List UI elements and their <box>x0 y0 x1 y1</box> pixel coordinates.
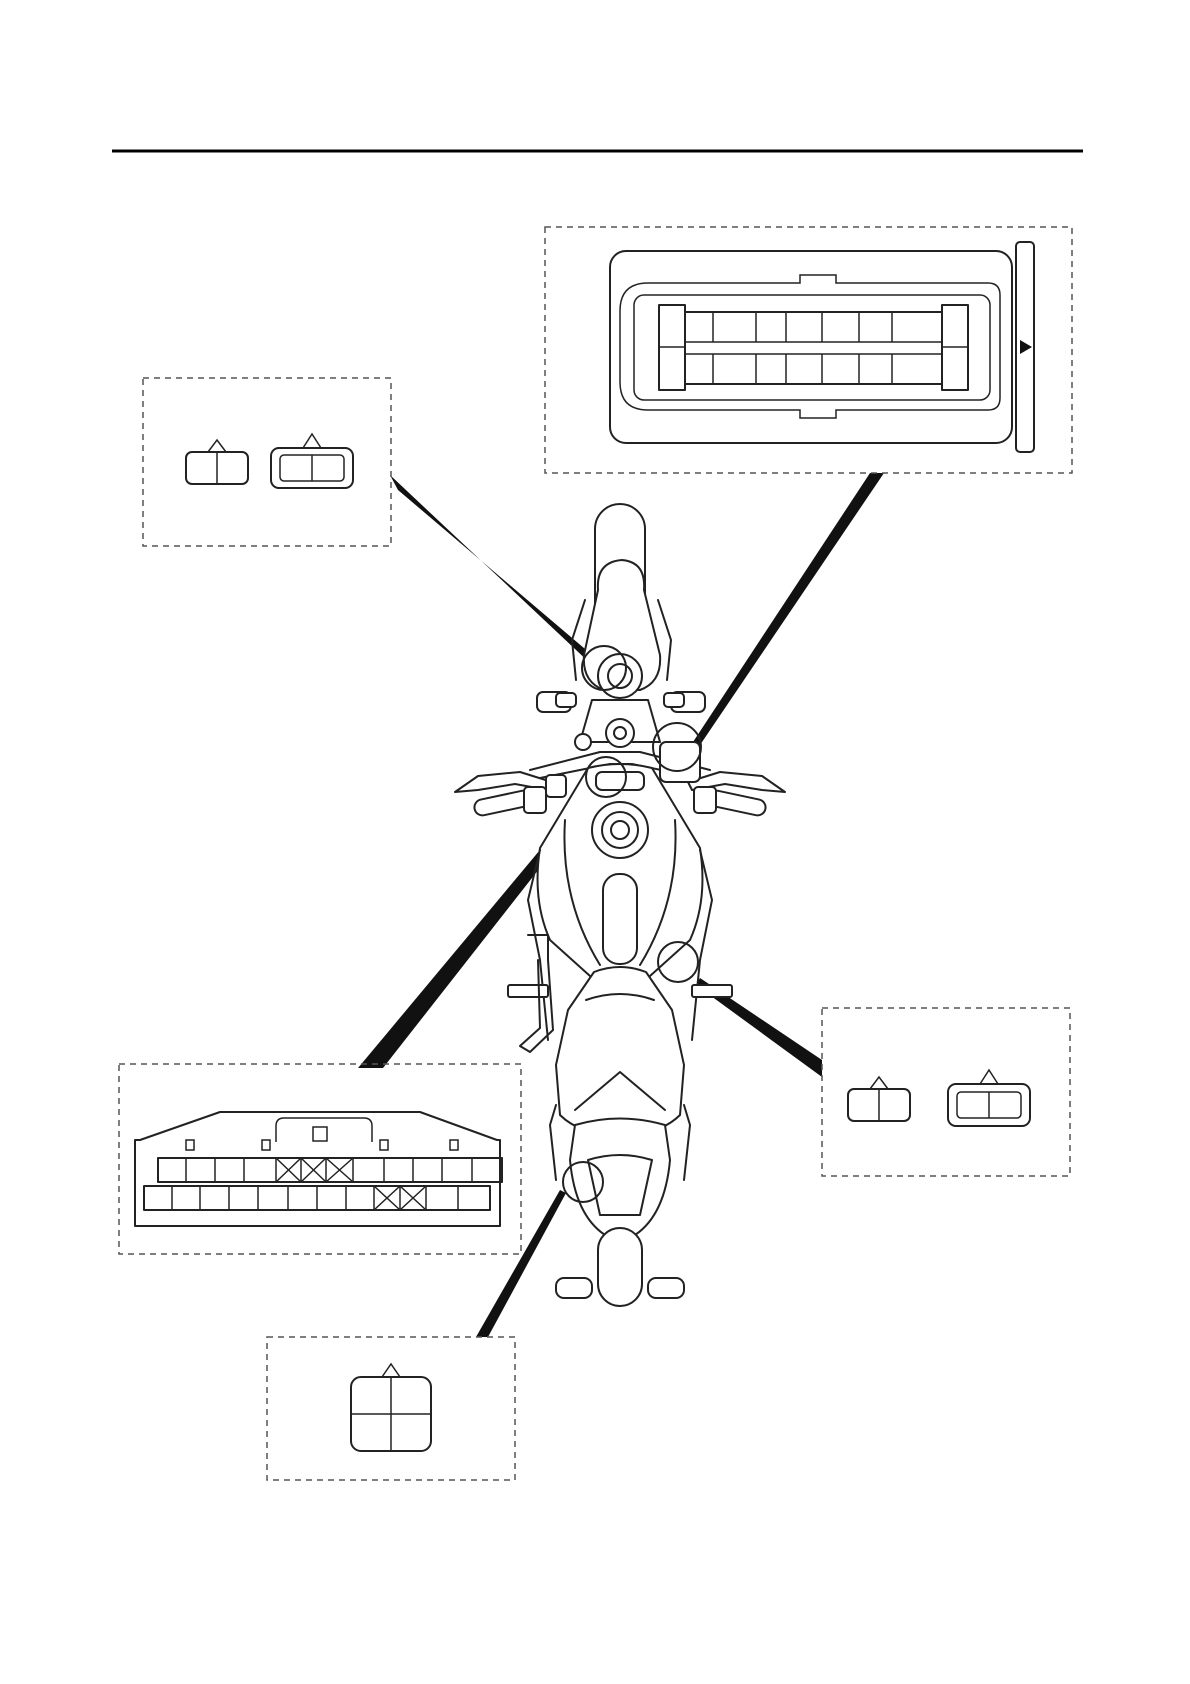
leader-handlebar <box>693 473 884 745</box>
pin-grid <box>685 312 942 384</box>
detail-ecu-connector <box>119 1064 521 1254</box>
tail-cowl <box>570 1119 670 1236</box>
detail-handlebar-connector <box>545 227 1072 473</box>
ecu-latch <box>276 1118 372 1142</box>
detail-rear-4pin-connector <box>267 1337 515 1480</box>
detail-box-right-mid <box>822 1008 1070 1176</box>
ecu-pin-row-top <box>158 1158 502 1182</box>
ecu-pin-row-bottom <box>144 1186 490 1210</box>
rear-wheel <box>598 1228 642 1306</box>
detail-box-handlebar <box>545 227 1072 473</box>
fuel-cap <box>592 802 648 858</box>
detail-front-left-connectors <box>143 378 391 546</box>
detail-right-mid-connectors <box>822 1008 1070 1176</box>
tab-arrow <box>1020 340 1032 354</box>
leader-front-left <box>390 475 598 665</box>
left-footpeg <box>508 985 548 997</box>
right-footpeg <box>692 985 732 997</box>
